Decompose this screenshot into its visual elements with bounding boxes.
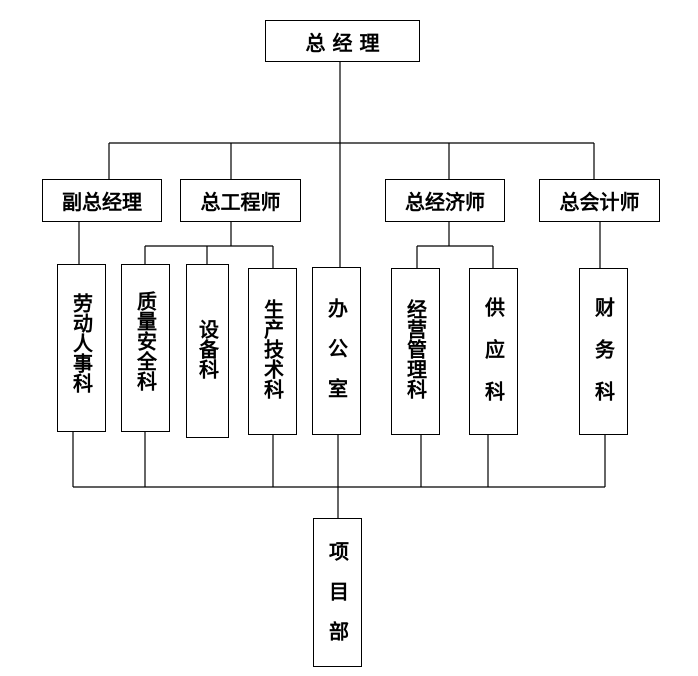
hr-dept-box: 劳动人事科 <box>57 264 106 432</box>
office-dept-box: 办公室 <box>312 267 361 435</box>
quality-safety-dept-label: 质量安全科 <box>133 291 158 391</box>
chief-engineer-label: 总工程师 <box>200 190 281 214</box>
supply-dept-label: 供应科 <box>481 297 506 423</box>
vice-gm-label: 副总经理 <box>62 190 142 214</box>
finance-dept-box: 财务科 <box>579 268 628 435</box>
chief-economist-label: 总经济师 <box>405 190 485 214</box>
office-dept-label: 办公室 <box>324 298 349 418</box>
supply-dept-box: 供应科 <box>469 268 518 435</box>
business-mgmt-dept-box: 经营管理科 <box>391 268 440 435</box>
chief-accountant-box: 总会计师 <box>539 179 660 222</box>
general-manager-box: 总 经 理 <box>265 20 420 62</box>
chief-engineer-box: 总工程师 <box>180 179 301 222</box>
production-tech-dept-label: 生产技术科 <box>260 299 285 399</box>
project-dept-label: 项目部 <box>325 541 350 661</box>
quality-safety-dept-box: 质量安全科 <box>121 264 170 432</box>
business-mgmt-dept-label: 经营管理科 <box>403 299 428 399</box>
vice-gm-box: 副总经理 <box>42 179 162 222</box>
general-manager-label: 总 经 理 <box>305 30 380 55</box>
production-tech-dept-box: 生产技术科 <box>248 268 297 435</box>
finance-dept-label: 财务科 <box>591 297 616 423</box>
chief-accountant-label: 总会计师 <box>559 190 640 214</box>
hr-dept-label: 劳动人事科 <box>69 293 94 393</box>
equipment-dept-label: 设备科 <box>195 319 220 379</box>
equipment-dept-box: 设备科 <box>186 264 229 438</box>
project-dept-box: 项目部 <box>313 518 362 667</box>
chief-economist-box: 总经济师 <box>385 179 505 222</box>
